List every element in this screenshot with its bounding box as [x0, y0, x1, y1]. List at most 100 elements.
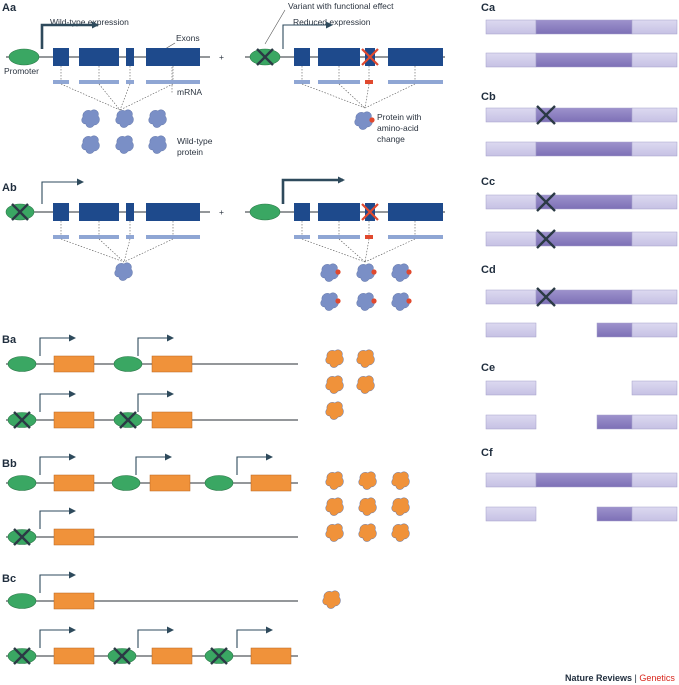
chromosome-segment [535, 472, 633, 488]
transcription-start-arrow [39, 453, 76, 475]
protein-icon [114, 262, 133, 281]
mapping-line [119, 83, 174, 111]
variant-x-mark [536, 229, 556, 249]
transcription-start-arrow [40, 21, 99, 49]
gene-box [151, 647, 193, 665]
protein-icon [322, 590, 341, 609]
mrna-segment [126, 80, 134, 84]
plus-sign: + [219, 207, 224, 217]
label-protein-change-3: change [377, 134, 405, 144]
mapping-line [301, 238, 366, 263]
mrna-segment [365, 235, 373, 239]
chromosome-segment [485, 231, 537, 247]
mrna-segment [146, 235, 200, 239]
chromosome-segment [631, 107, 678, 123]
protein-icon [148, 135, 167, 154]
protein-icon [391, 263, 410, 282]
chromosome-segment [485, 107, 537, 123]
transcription-start-arrow [39, 390, 76, 412]
mrna-segment [53, 80, 69, 84]
label-mrna: mRNA [177, 87, 202, 97]
chromosome-segment [485, 322, 537, 338]
variant-x-mark [13, 411, 31, 429]
gene-box [53, 411, 95, 429]
protein-icon [81, 109, 100, 128]
label-variant-functional-effect: Variant with functional effect [288, 1, 394, 11]
protein-icon [325, 497, 344, 516]
panel-label-Aa: Aa [2, 2, 17, 14]
amino-acid-change-mark [406, 269, 412, 275]
transcription-start-arrow [39, 626, 76, 648]
exon [388, 48, 443, 66]
exon [146, 203, 200, 221]
mrna-segment [294, 80, 310, 84]
footer-journal: Nature Reviews [565, 673, 632, 683]
amino-acid-change-mark [406, 298, 412, 304]
protein-icon [391, 523, 410, 542]
variant-x-mark [11, 203, 29, 221]
transcription-start-arrow [282, 21, 333, 49]
panel-label-Ba: Ba [2, 334, 17, 346]
footer-separator: | [632, 673, 639, 683]
label-wild-type-protein-2: protein [177, 147, 203, 157]
mapping-line [123, 238, 174, 263]
label-protein-change-1: Protein with [377, 112, 422, 122]
panel-label-Cb: Cb [481, 91, 496, 103]
plus-sign: + [219, 52, 224, 62]
panel-label-Bb: Bb [2, 458, 17, 470]
protein-icon [391, 471, 410, 490]
amino-acid-change-mark [335, 298, 341, 304]
chromosome-segment [596, 506, 633, 522]
chromosome-segment [535, 19, 633, 35]
protein-icon [115, 109, 134, 128]
protein-icon [325, 349, 344, 368]
chromosome-segment [631, 289, 678, 305]
gene-box [250, 474, 292, 492]
panel-label-Cc: Cc [481, 176, 495, 188]
mrna-segment [388, 80, 443, 84]
gene-box [250, 647, 292, 665]
mrna-segment [318, 235, 360, 239]
chromosome-segment [631, 141, 678, 157]
panel-label-Ce: Ce [481, 362, 495, 374]
mapping-line [364, 238, 416, 263]
exon [294, 203, 310, 221]
amino-acid-change-mark [369, 117, 375, 123]
protein-icon [148, 109, 167, 128]
variant-x-mark [361, 203, 379, 221]
leader-line [264, 9, 286, 45]
transcription-start-arrow [39, 571, 76, 593]
label-protein-change-2: amino-acid [377, 123, 419, 133]
mapping-line [60, 238, 125, 263]
promoter-shape [111, 475, 141, 491]
mapping-line [338, 238, 366, 263]
variant-x-mark [210, 647, 228, 665]
gene-box [149, 474, 191, 492]
chromosome-segment [631, 380, 678, 396]
protein-icon [356, 292, 375, 311]
chromosome-segment [596, 414, 633, 430]
mapping-line [98, 238, 125, 263]
promoter-shape [7, 593, 37, 609]
chromosome-segment [535, 141, 633, 157]
protein-icon [358, 497, 377, 516]
gene-box [53, 355, 95, 373]
mapping-line [123, 238, 131, 263]
label-wild-type-expression: Wild-type expression [50, 17, 129, 27]
mrna-segment [318, 80, 360, 84]
exon [126, 203, 134, 221]
mrna-segment [365, 80, 373, 84]
promoter-shape [113, 356, 143, 372]
variant-x-mark [536, 287, 556, 307]
protein-icon [356, 349, 375, 368]
transcription-start-arrow [135, 453, 172, 475]
chromosome-segment [631, 414, 678, 430]
protein-icon [391, 292, 410, 311]
protein-icon [325, 375, 344, 394]
transcription-start-arrow [137, 334, 174, 356]
mrna-segment [53, 235, 69, 239]
gene-box [53, 592, 95, 610]
exon [126, 48, 134, 66]
gene-box [53, 647, 95, 665]
variant-x-mark [13, 647, 31, 665]
